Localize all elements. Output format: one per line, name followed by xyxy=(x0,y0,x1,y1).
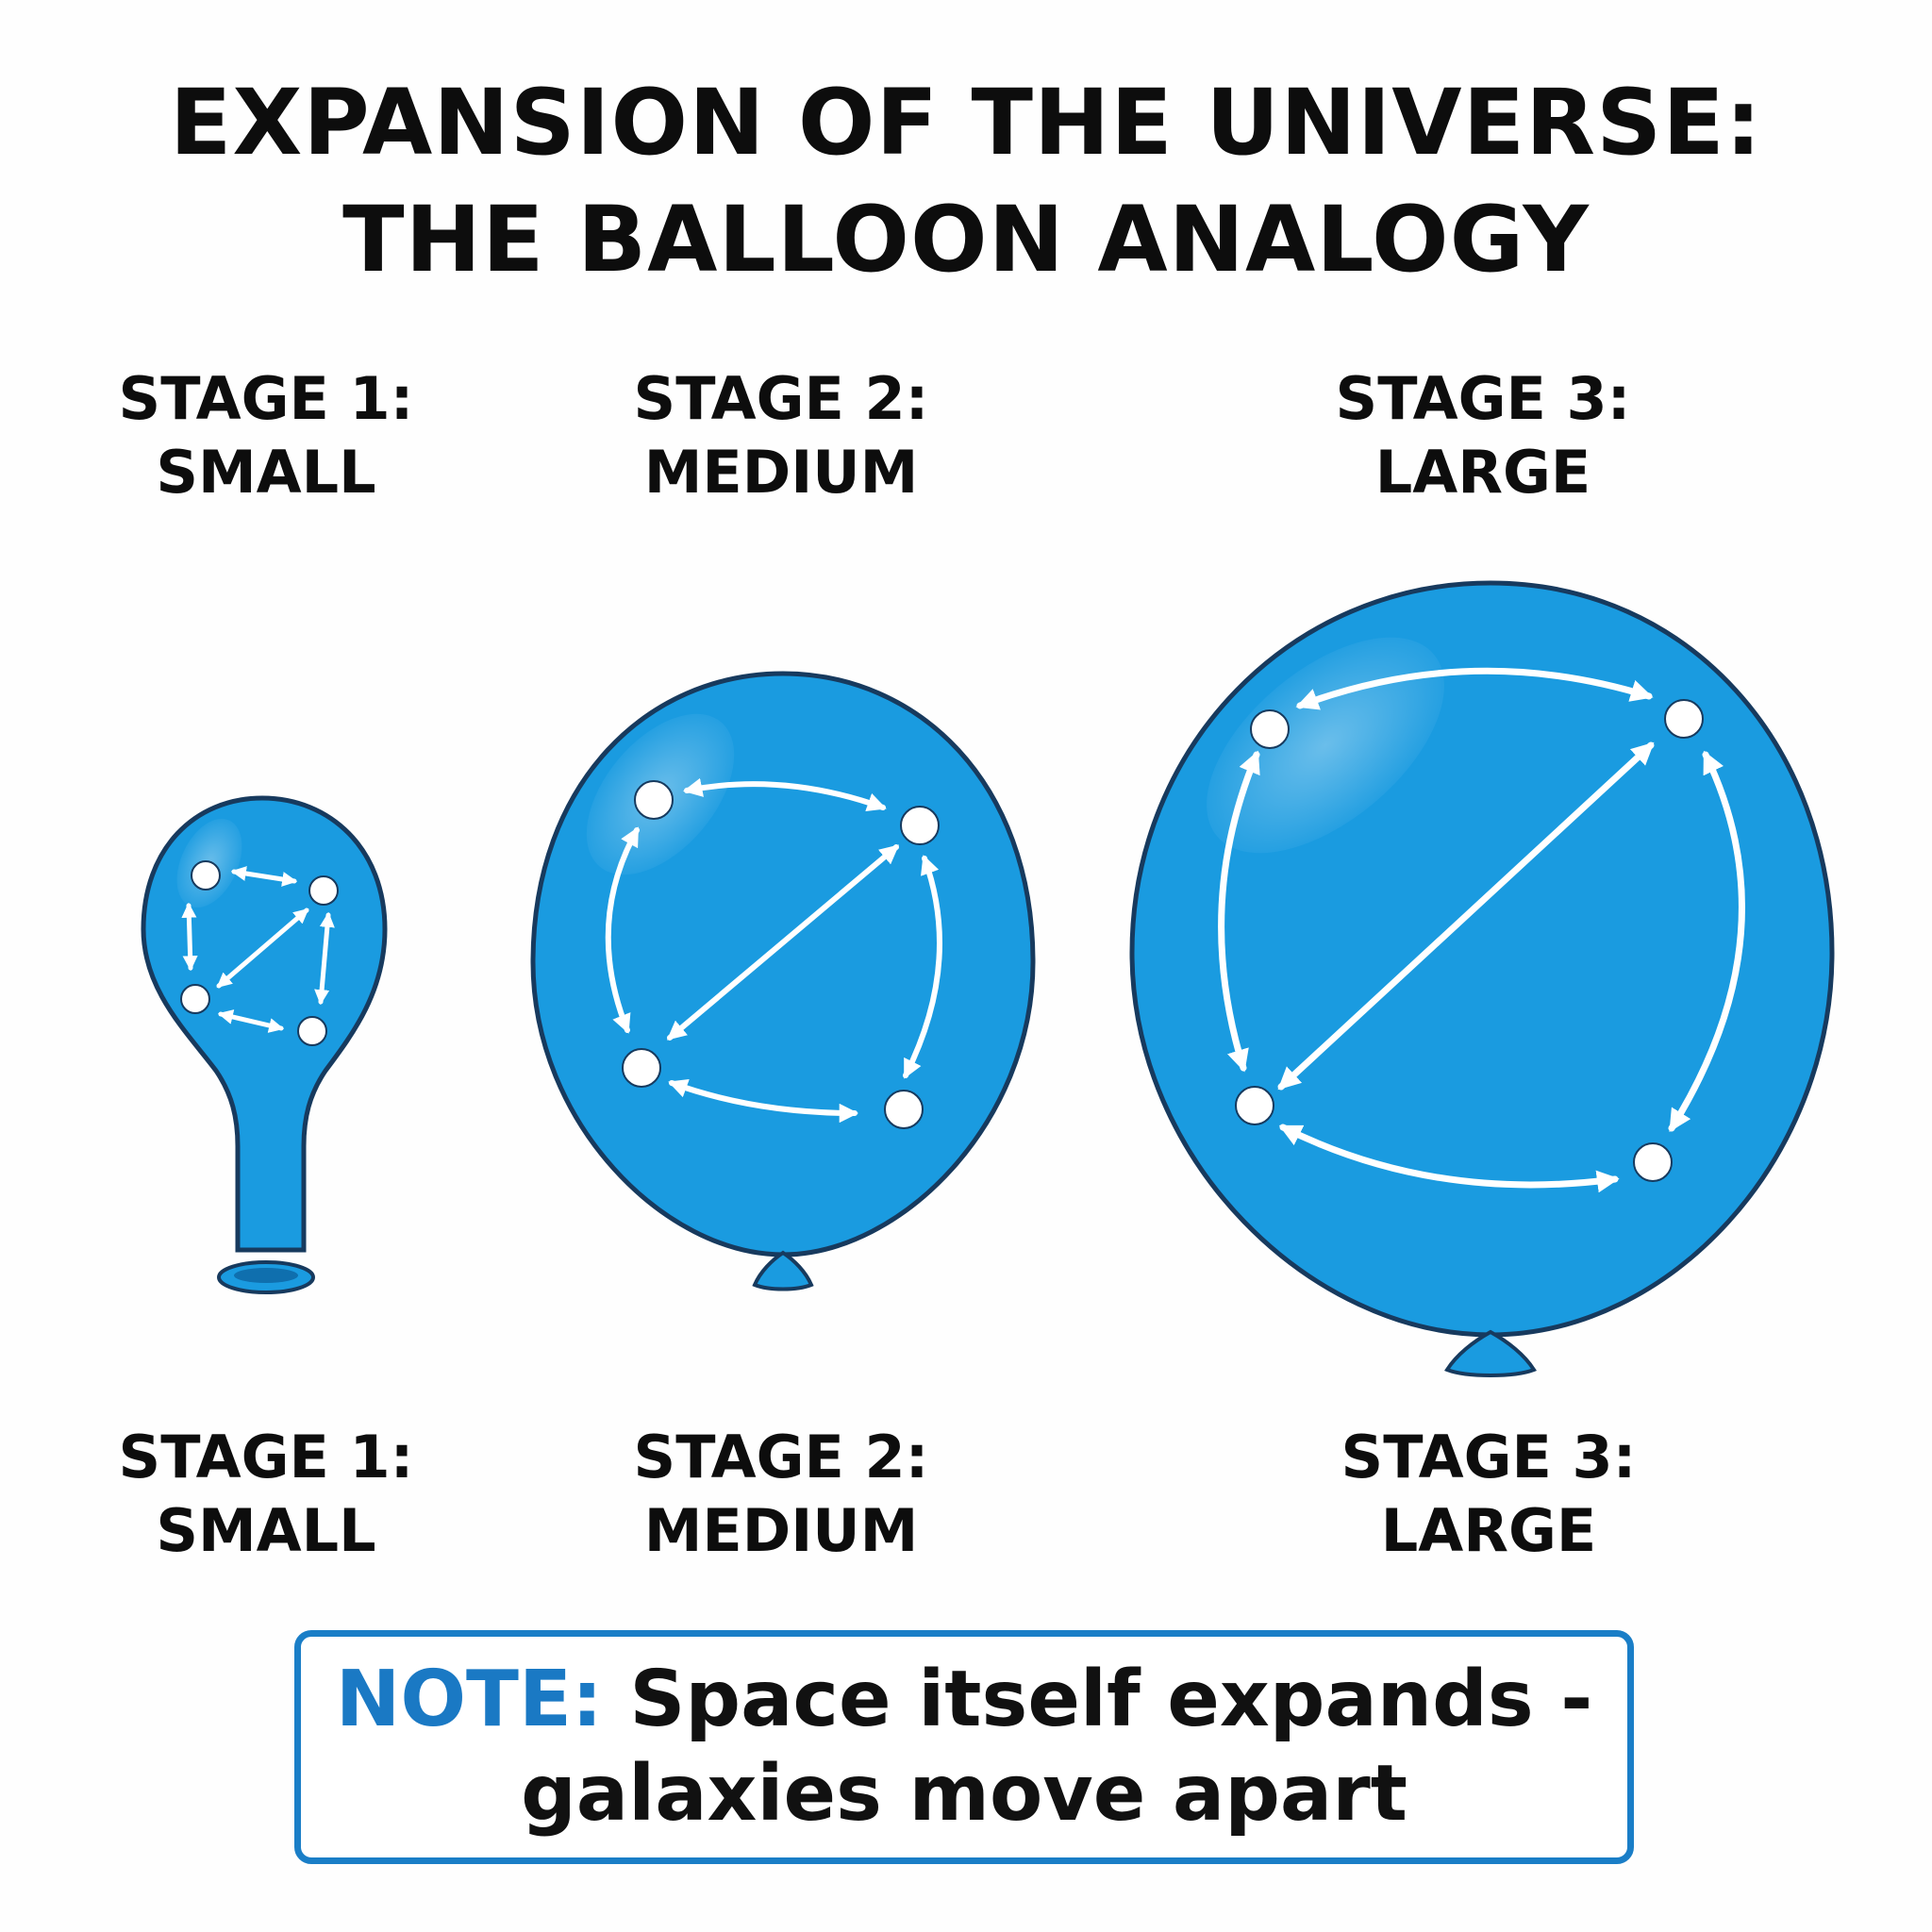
stage-1-bottom-number: STAGE 1: xyxy=(118,1423,414,1491)
stage-2-bottom-label: STAGE 2: MEDIUM xyxy=(536,1421,1026,1568)
title-line-1: EXPANSION OF THE UNIVERSE: xyxy=(169,70,1763,175)
galaxy-dot xyxy=(884,1090,924,1129)
stage-2-bottom-size: MEDIUM xyxy=(643,1496,919,1565)
stage-3-arrow-left xyxy=(1218,750,1260,1073)
stage-2-arrow-diagonal xyxy=(666,844,900,1041)
stage-3-top-size: LARGE xyxy=(1374,438,1591,507)
galaxy-dot xyxy=(1250,709,1290,749)
stage-2-top-number: STAGE 2: xyxy=(633,364,929,433)
galaxy-dot xyxy=(1633,1142,1673,1182)
stage-3-knot xyxy=(1444,1329,1537,1377)
stage-1-arrow-diagonal xyxy=(216,908,309,989)
stage-1-bottom-size: SMALL xyxy=(156,1496,376,1565)
stage-2-balloon xyxy=(530,671,1036,1291)
stage-3-bottom-number: STAGE 3: xyxy=(1341,1423,1637,1491)
stage-2-arrow-right xyxy=(903,855,942,1079)
stage-1-galaxies xyxy=(180,860,339,1046)
galaxy-dot xyxy=(191,860,221,891)
stage-1-top-label: STAGE 1: SMALL xyxy=(21,362,511,509)
stage-2-galaxies xyxy=(622,780,940,1129)
stage-1-expansion-arrows xyxy=(181,866,335,1033)
stage-3-galaxies xyxy=(1235,699,1704,1182)
galaxy-dot xyxy=(180,984,210,1014)
galaxy-dot xyxy=(900,806,940,845)
stage-1-arrow-bottom xyxy=(217,1009,285,1033)
stage-2-expansion-arrows xyxy=(605,777,942,1124)
note-text: NOTE: Space itself expands - galaxies mo… xyxy=(336,1653,1593,1841)
stage-1-arrow-top xyxy=(230,866,298,887)
stage-2-arrow-bottom xyxy=(668,1078,859,1124)
stage-3-bottom-label: STAGE 3: LARGE xyxy=(1243,1421,1734,1568)
galaxy-dot xyxy=(308,875,339,906)
galaxy-dot xyxy=(634,780,674,820)
galaxy-dot xyxy=(1235,1086,1274,1125)
stage-3-arrow-right xyxy=(1668,750,1745,1133)
stage-1-neck-opening xyxy=(234,1268,298,1283)
stage-2-arrow-left xyxy=(605,826,640,1034)
stage-3-bottom-size: LARGE xyxy=(1380,1496,1597,1565)
stage-1-arrow-right xyxy=(314,911,335,1006)
note-line-1: Space itself expands - xyxy=(602,1655,1593,1744)
stage-1-arrow-left xyxy=(181,902,198,972)
stage-3-top-number: STAGE 3: xyxy=(1335,364,1631,433)
stage-2-bottom-number: STAGE 2: xyxy=(633,1423,929,1491)
stage-1-top-size: SMALL xyxy=(156,438,376,507)
stage-2-top-size: MEDIUM xyxy=(643,438,919,507)
galaxy-dot xyxy=(297,1016,327,1046)
stage-2-knot xyxy=(752,1250,814,1291)
stage-2-top-label: STAGE 2: MEDIUM xyxy=(536,362,1026,509)
stage-1-bottom-label: STAGE 1: SMALL xyxy=(21,1421,511,1568)
note-line-2: galaxies move apart xyxy=(521,1749,1407,1839)
galaxy-dot xyxy=(622,1048,661,1088)
stage-3-arrow-top xyxy=(1295,667,1654,710)
stage-3-arrow-bottom xyxy=(1278,1124,1620,1193)
stage-3-balloon xyxy=(1129,580,1835,1377)
title-line-2: THE BALLOON ANALOGY xyxy=(342,187,1590,292)
stage-3-expansion-arrows xyxy=(1218,667,1745,1193)
note-box: NOTE: Space itself expands - galaxies mo… xyxy=(294,1630,1634,1864)
stage-3-arrow-diagonal xyxy=(1277,741,1655,1091)
stage-3-top-label: STAGE 3: LARGE xyxy=(1238,362,1728,509)
stage-2-arrow-top xyxy=(682,777,887,812)
stage-1-top-number: STAGE 1: xyxy=(118,364,414,433)
stage-3-balloon-body xyxy=(1129,580,1835,1338)
stage-1-balloon xyxy=(141,795,388,1294)
note-label: NOTE: xyxy=(335,1655,603,1744)
galaxy-dot xyxy=(1664,699,1704,739)
